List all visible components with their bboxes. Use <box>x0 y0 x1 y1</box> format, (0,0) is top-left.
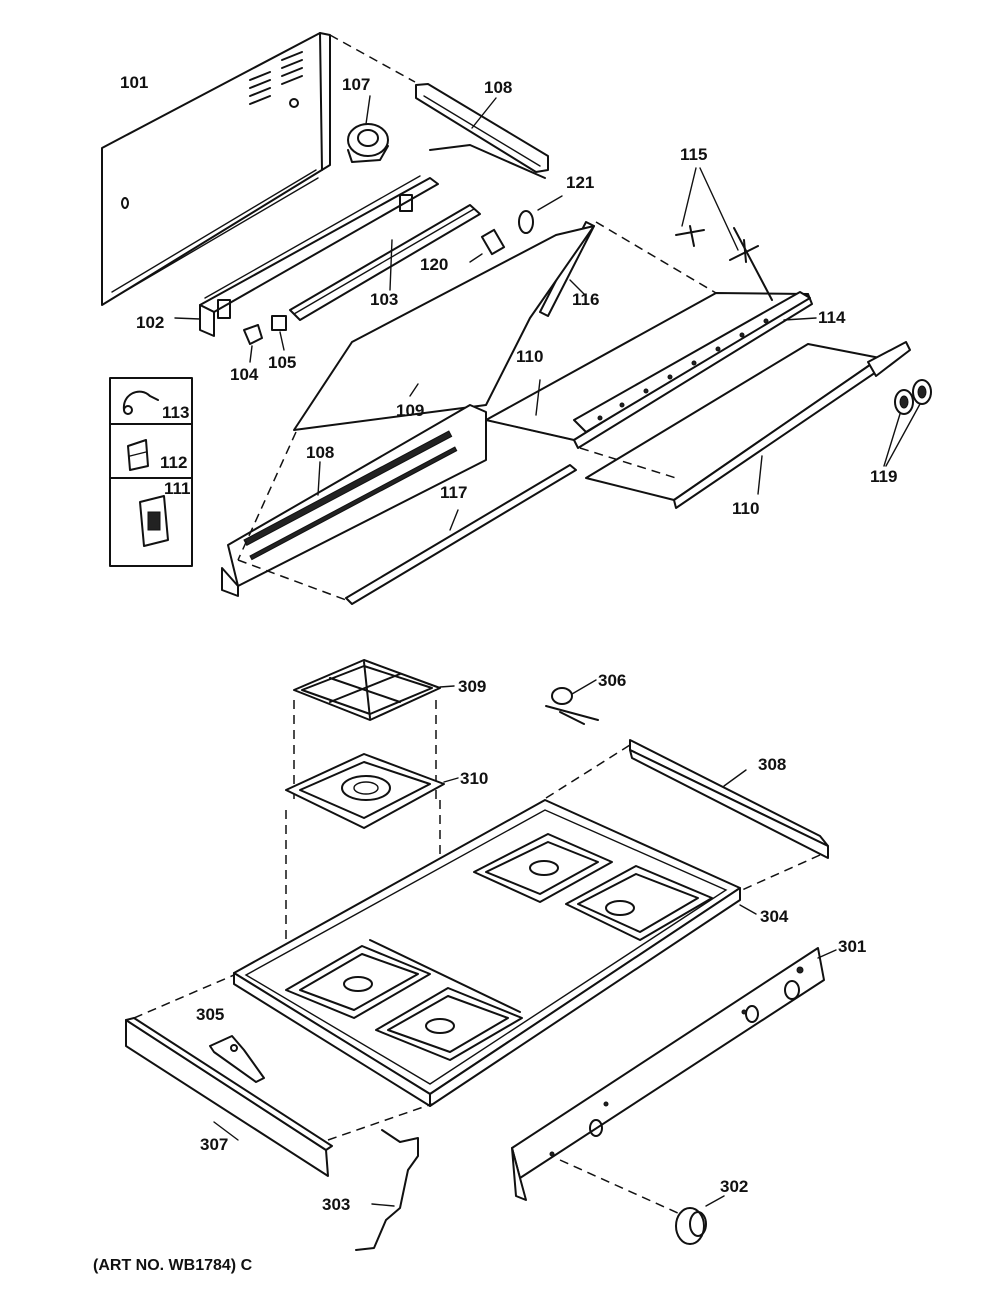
callout-121: 121 <box>566 173 594 192</box>
part-310-burner-bowl <box>285 753 459 829</box>
part-104-clip <box>243 324 263 363</box>
callout-103: 103 <box>370 290 398 309</box>
callout-113: 113 <box>162 403 189 422</box>
part-121-connector <box>518 195 563 234</box>
callout-119: 119 <box>870 467 897 486</box>
part-107-blower <box>347 95 389 163</box>
callout-104: 104 <box>230 365 259 384</box>
callout-116: 116 <box>572 290 599 309</box>
callout-308: 308 <box>758 755 786 774</box>
part-102-rail <box>174 175 439 337</box>
callout-304: 304 <box>760 907 789 926</box>
callout-301: 301 <box>838 937 866 956</box>
callout-303: 303 <box>322 1195 350 1214</box>
callout-108-lower: 108 <box>306 443 334 462</box>
callout-108-upper: 108 <box>484 78 512 97</box>
callout-109: 109 <box>396 401 424 420</box>
part-301-manifold-panel <box>511 947 837 1201</box>
callout-102: 102 <box>136 313 164 332</box>
callout-306: 306 <box>598 671 626 690</box>
callout-305: 305 <box>196 1005 224 1024</box>
part-117-rod <box>345 464 577 605</box>
callout-101: 101 <box>120 73 148 92</box>
callout-107: 107 <box>342 75 370 94</box>
vent-slots <box>249 51 303 105</box>
part-114-strip <box>573 291 817 433</box>
part-303-wire <box>355 1129 419 1251</box>
part-309-grate <box>293 659 455 721</box>
part-105-nut <box>271 315 287 351</box>
callout-105: 105 <box>268 353 296 372</box>
callout-114: 114 <box>818 308 846 327</box>
part-109-side-panel <box>293 225 595 431</box>
callout-310: 310 <box>460 769 488 788</box>
callout-309: 309 <box>458 677 486 696</box>
callout-111: 111 <box>164 479 191 498</box>
part-119-knobs <box>883 379 932 467</box>
part-110-lower-tray <box>579 341 911 509</box>
part-302-knob <box>559 1159 725 1245</box>
part-108-upper-bracket <box>415 83 549 179</box>
callout-110-lower: 110 <box>732 499 759 518</box>
art-number-caption: (ART NO. WB1784) C <box>93 1257 253 1274</box>
part-120-fitting <box>469 228 506 263</box>
callout-115: 115 <box>680 145 707 164</box>
part-308-rear-trim <box>545 739 829 891</box>
callout-117: 117 <box>440 483 467 502</box>
callout-307: 307 <box>200 1135 228 1154</box>
callout-120: 120 <box>420 255 448 274</box>
part-304-cooktop <box>233 799 757 1107</box>
callout-302: 302 <box>720 1177 748 1196</box>
holes <box>597 318 769 421</box>
part-108-front-panel <box>221 404 487 601</box>
part-305-clip <box>209 1035 265 1083</box>
part-115-pins <box>675 167 773 301</box>
part-103-tube <box>289 204 481 321</box>
slots <box>243 430 458 561</box>
part-306-valve <box>545 679 599 725</box>
callout-110-upper: 110 <box>516 347 543 366</box>
inset-box-111 <box>109 477 193 567</box>
part-101-back-panel <box>101 32 416 306</box>
callout-112: 112 <box>160 453 187 472</box>
part-307-front-trim <box>125 974 433 1177</box>
callout-labels: 101 107 108 115 121 120 103 116 102 104 … <box>120 73 897 1214</box>
